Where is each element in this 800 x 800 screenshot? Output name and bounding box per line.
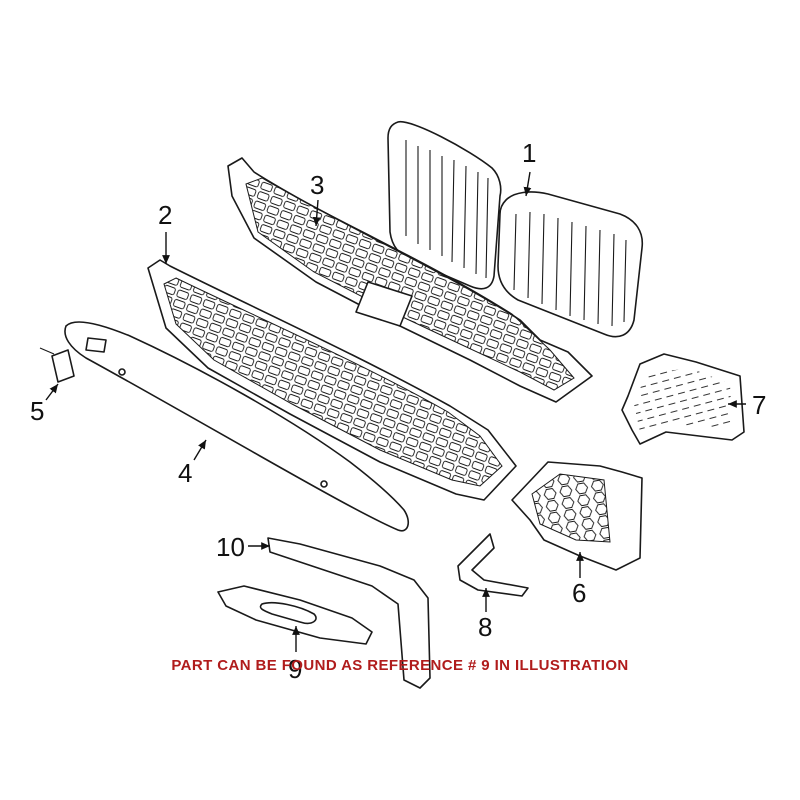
part-10-side-trim xyxy=(267,537,431,689)
reference-note: PART CAN BE FOUND AS REFERENCE # 9 IN IL… xyxy=(171,657,628,674)
part-4-lower-trim-strip xyxy=(64,321,410,532)
callout-10: 10 xyxy=(216,532,245,562)
callout-2: 2 xyxy=(158,200,172,230)
leader-3 xyxy=(312,199,321,227)
part-1-kidney-grille xyxy=(387,120,644,338)
leader-4 xyxy=(193,439,207,461)
part-5-cover-cap xyxy=(39,347,75,383)
callout-9: 9 xyxy=(288,654,302,684)
part-6-corner-grille xyxy=(511,461,643,571)
callout-5: 5 xyxy=(30,396,44,426)
leader-5 xyxy=(45,383,59,401)
callout-7: 7 xyxy=(752,390,766,420)
callout-4: 4 xyxy=(178,458,192,488)
callout-6: 6 xyxy=(572,578,586,608)
part-8-trim-piece xyxy=(457,533,529,597)
leader-1 xyxy=(523,171,532,197)
leader-lines xyxy=(45,171,746,652)
callout-3: 3 xyxy=(310,170,324,200)
part-2-lower-mesh-grille xyxy=(147,259,517,501)
callout-labels: 1 2 3 4 5 6 7 8 9 10 xyxy=(30,138,766,684)
part-9-fog-light-cover xyxy=(217,585,373,645)
callout-1: 1 xyxy=(522,138,536,168)
callout-8: 8 xyxy=(478,612,492,642)
part-7-side-bracket xyxy=(621,353,745,445)
